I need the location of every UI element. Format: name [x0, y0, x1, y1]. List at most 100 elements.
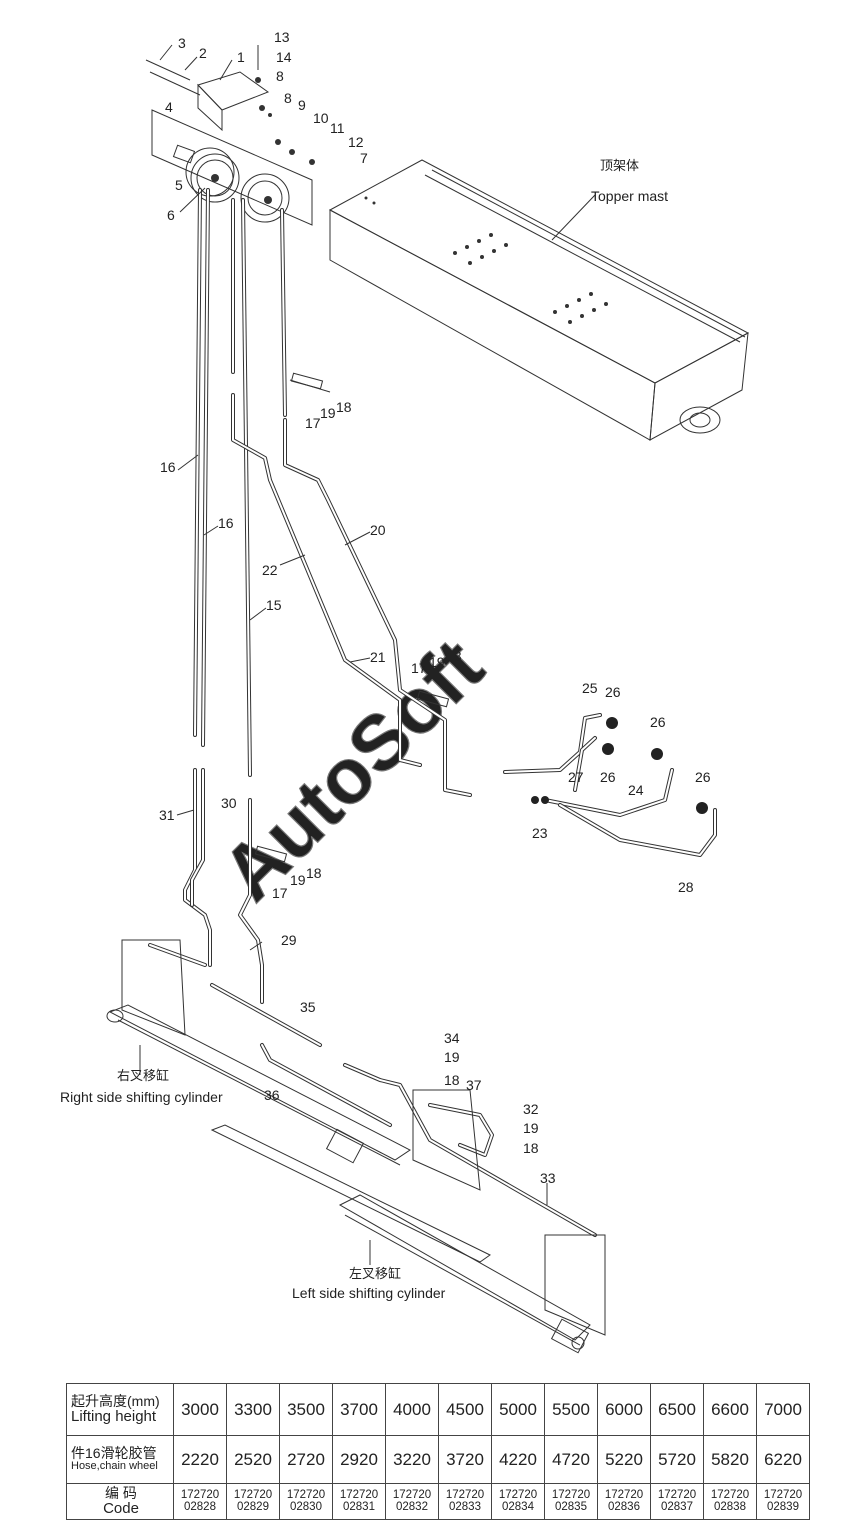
- hose-length-cell: 4220: [491, 1435, 545, 1484]
- lifting-height-header: 起升高度(mm) Lifting height: [66, 1383, 174, 1436]
- lifting-height-cell: 6500: [650, 1383, 704, 1436]
- callout-19d: 19: [444, 1049, 460, 1065]
- callout-24: 24: [628, 782, 644, 798]
- callout-1: 1: [237, 49, 245, 65]
- code-cell-bottom: 02836: [608, 1500, 640, 1513]
- callout-34: 34: [444, 1030, 460, 1046]
- left-shift-cylinder: [338, 1194, 591, 1354]
- code-cell-bottom: 02839: [767, 1500, 799, 1513]
- topper-mast-label-en: Topper mast: [591, 188, 668, 204]
- hose-length-cell: 2920: [332, 1435, 386, 1484]
- hose-length-cell: 2720: [279, 1435, 333, 1484]
- right-shift-cylinder: [106, 1004, 491, 1263]
- callout-16b: 16: [218, 515, 234, 531]
- lifting-height-cell: 6000: [597, 1383, 651, 1436]
- code-cell-bottom: 02831: [343, 1500, 375, 1513]
- part-callouts: 3 2 1 4 13 14 8 8 9 10 11 12 7 5 6 16 16…: [159, 29, 711, 1205]
- callout-18e: 18: [523, 1140, 539, 1156]
- lifting-height-cell: 5000: [491, 1383, 545, 1436]
- code-cell-top: 172720: [657, 1489, 697, 1501]
- right-cylinder-label-cn: 右叉移缸: [117, 1068, 169, 1083]
- code-cell-top: 172720: [286, 1489, 326, 1501]
- code-cell-bottom: 02829: [237, 1500, 269, 1513]
- hose-length-header-en: Hose,chain wheel: [71, 1460, 158, 1473]
- spec-table: 起升高度(mm) Lifting height 3000 3300 3500 3…: [66, 1383, 810, 1520]
- callout-18b: 18: [446, 648, 462, 664]
- code-cell-bottom: 02830: [290, 1500, 322, 1513]
- code-header-en: Code: [103, 1499, 139, 1517]
- code-cell-top: 172720: [445, 1489, 485, 1501]
- lifting-height-cell: 4000: [385, 1383, 439, 1436]
- hose-length-cell: 2520: [226, 1435, 280, 1484]
- code-cell-top: 172720: [604, 1489, 644, 1501]
- callout-31: 31: [159, 807, 175, 823]
- callout-29: 29: [281, 932, 297, 948]
- callout-25: 25: [582, 680, 598, 696]
- hose-length-cell: 5720: [650, 1435, 704, 1484]
- hose-length-cell: 3220: [385, 1435, 439, 1484]
- lifting-height-cell: 3300: [226, 1383, 280, 1436]
- hose-length-cell: 5220: [597, 1435, 651, 1484]
- steel-pipes-lower: [148, 768, 264, 1004]
- callout-27: 27: [568, 769, 584, 785]
- code-header: 编 码 Code: [66, 1483, 174, 1520]
- lifting-height-header-en: Lifting height: [71, 1407, 157, 1425]
- hose-length-cell: 2220: [173, 1435, 227, 1484]
- hose-group-right: [503, 713, 717, 857]
- code-cell-bottom: 02832: [396, 1500, 428, 1513]
- topper-mast-label-cn: 顶架体: [600, 158, 639, 173]
- lifting-height-cell: 6600: [703, 1383, 757, 1436]
- callout-26d: 26: [695, 769, 711, 785]
- callout-3: 3: [178, 35, 186, 51]
- topper-mast: [328, 159, 750, 441]
- callout-36: 36: [264, 1087, 280, 1103]
- callout-35: 35: [300, 999, 316, 1015]
- hose-length-cell: 5820: [703, 1435, 757, 1484]
- code-cell-bottom: 02835: [555, 1500, 587, 1513]
- callout-22: 22: [262, 562, 278, 578]
- lifting-height-cell: 3700: [332, 1383, 386, 1436]
- callout-19b: 19: [429, 654, 445, 670]
- callout-16a: 16: [160, 459, 176, 475]
- lifting-height-cell: 4500: [438, 1383, 492, 1436]
- left-cylinder-label-en: Left side shifting cylinder: [292, 1285, 446, 1301]
- lifting-height-row: 起升高度(mm) Lifting height 3000 3300 3500 3…: [66, 1383, 810, 1436]
- callout-32: 32: [523, 1101, 539, 1117]
- callout-30: 30: [221, 795, 237, 811]
- hose-length-header-cn: 件16滑轮胶管: [71, 1445, 157, 1462]
- code-cell-bottom: 02838: [714, 1500, 746, 1513]
- callout-4: 4: [165, 99, 173, 115]
- lifting-height-cell: 5500: [544, 1383, 598, 1436]
- callout-8b: 8: [284, 90, 292, 106]
- hose-length-cell: 6220: [756, 1435, 810, 1484]
- shift-pipes: [121, 939, 606, 1336]
- callout-17b: 17: [411, 660, 427, 676]
- callout-14: 14: [276, 49, 292, 65]
- callout-18d: 18: [444, 1072, 460, 1088]
- lifting-height-cell: 3500: [279, 1383, 333, 1436]
- callout-19a: 19: [320, 405, 336, 421]
- callout-6: 6: [167, 207, 175, 223]
- callout-15: 15: [266, 597, 282, 613]
- code-cell-top: 172720: [339, 1489, 379, 1501]
- left-cylinder-label-cn: 左叉移缸: [349, 1266, 401, 1281]
- code-cell-bottom: 02833: [449, 1500, 481, 1513]
- code-header-cn: 编 码: [105, 1485, 137, 1502]
- callout-19c: 19: [290, 872, 306, 888]
- code-cell-top: 172720: [763, 1489, 803, 1501]
- code-cell-bottom: 02828: [184, 1500, 216, 1513]
- callout-2: 2: [199, 45, 207, 61]
- right-cylinder-label-en: Right side shifting cylinder: [60, 1089, 223, 1105]
- callout-33: 33: [540, 1170, 556, 1186]
- code-cell-top: 172720: [551, 1489, 591, 1501]
- code-cell-bottom: 02837: [661, 1500, 693, 1513]
- callout-9: 9: [298, 97, 306, 113]
- callout-11: 11: [330, 120, 345, 136]
- steel-pipes-upper: [231, 372, 472, 863]
